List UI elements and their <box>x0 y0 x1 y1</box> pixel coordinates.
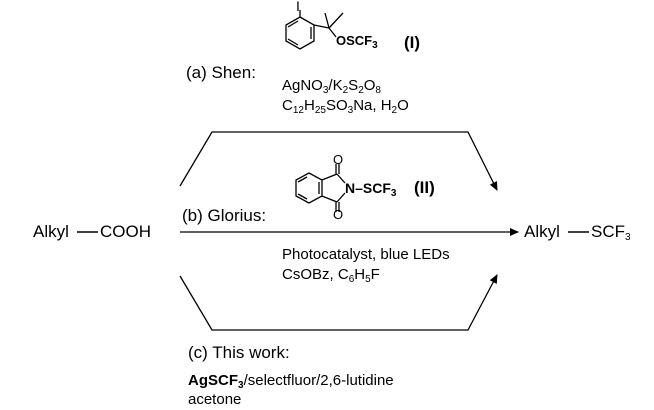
reagent-I-iodine: I <box>296 0 300 15</box>
cond-a1-sub: 2 <box>342 85 349 96</box>
route-a-title: (a) Shen: <box>186 63 256 82</box>
reagent-II-group: N–SCF3 <box>345 179 397 199</box>
route-c-title: (c) This work: <box>188 343 290 362</box>
route-c-acetone: acetone <box>188 391 242 408</box>
reagent-II-number: (II) <box>414 178 435 197</box>
agscf3-bold: AgSCF <box>188 372 238 389</box>
cond-a1-part: O <box>363 77 376 94</box>
route-b-conditions-1: Photocatalyst, blue LEDs <box>282 246 450 264</box>
reagent-I-iodo-atom: I <box>296 0 300 14</box>
cond-a1-part: S <box>348 77 359 94</box>
reagent-II-o1: O <box>333 152 344 167</box>
agscf3-sub: 3 <box>238 380 244 391</box>
route-c-solvent: acetone <box>188 391 241 409</box>
cond-a2-part: O <box>397 97 409 114</box>
cond-a1-sub: 8 <box>375 85 381 96</box>
route-a-conditions-1: AgNO3/K2S2O8 <box>282 77 381 96</box>
product-scf3: SCF <box>591 222 625 241</box>
cond-a1-part: AgNO <box>282 77 323 94</box>
cond-a2-part: H <box>303 97 315 114</box>
cond-a2-sub: 2 <box>391 105 398 116</box>
reagent-I-oscf3-sub: 3 <box>372 40 378 51</box>
cond-a2-sub: 25 <box>314 105 326 116</box>
route-b-conditions-2: CsOBz, C6H5F <box>282 266 380 285</box>
cond-a2-sub: 12 <box>292 105 304 116</box>
route-b-label: (b) Glorius: <box>182 207 266 225</box>
reagent-II-nscf3: N–SCF <box>345 180 391 196</box>
reactant-group: COOH <box>100 223 151 241</box>
product-group: SCF3 <box>591 222 631 243</box>
cond-a2-part: Na, H <box>353 97 392 114</box>
reagent-II-nscf3-sub: 3 <box>390 188 397 199</box>
route-c-label: (c) This work: <box>188 344 290 362</box>
reagent-II-o2: O <box>333 207 344 222</box>
route-a-label: (a) Shen: <box>186 64 256 82</box>
cond-a1-part: /K <box>328 77 343 94</box>
reagent-II-oxo-top: O <box>333 151 343 169</box>
cond-a1-sub: 3 <box>322 85 329 96</box>
route-c-reagents-rest: /selectfluor/2,6-lutidine <box>243 372 394 389</box>
reagent-I-label: (I) <box>404 34 420 52</box>
reagent-II-structure <box>295 164 346 212</box>
cond-a2-part: C <box>282 97 293 114</box>
cond-b2-part: F <box>370 266 380 283</box>
reagent-I-number: (I) <box>404 33 421 52</box>
product-label: Alkyl <box>524 223 560 241</box>
reagent-I-group: OSCF3 <box>336 32 378 51</box>
route-c-reagents: AgSCF3/selectfluor/2,6-lutidine <box>188 372 394 391</box>
reactant-cooh: COOH <box>100 222 151 241</box>
route-a-arrow <box>179 131 498 191</box>
cond-a1-sub: 2 <box>358 85 364 96</box>
reagent-I-structure <box>285 10 344 50</box>
reagent-II-label: (II) <box>414 179 435 197</box>
route-a-conditions-2: C12H25SO3Na, H2O <box>282 97 409 116</box>
reactant-alkyl: Alkyl <box>33 222 69 241</box>
cond-a2-sub: 3 <box>347 105 354 116</box>
product-scf3-sub: 3 <box>625 232 631 243</box>
cond-b2-part: CsOBz, C <box>282 266 349 283</box>
reagent-I-oscf3: OSCF <box>336 33 373 48</box>
route-b-title: (b) Glorius: <box>182 206 267 225</box>
reactant-label: Alkyl <box>33 223 69 241</box>
cond-b1: Photocatalyst, blue LEDs <box>282 246 450 263</box>
product-alkyl: Alkyl <box>524 222 560 241</box>
reagent-II-oxo-bottom: O <box>333 206 343 224</box>
cond-a2-part: SO <box>325 97 348 114</box>
cond-b2-sub: 6 <box>348 274 355 285</box>
route-c-arrow <box>179 274 498 331</box>
cond-b2-sub: 5 <box>365 274 371 285</box>
cond-b2-part: H <box>354 266 366 283</box>
